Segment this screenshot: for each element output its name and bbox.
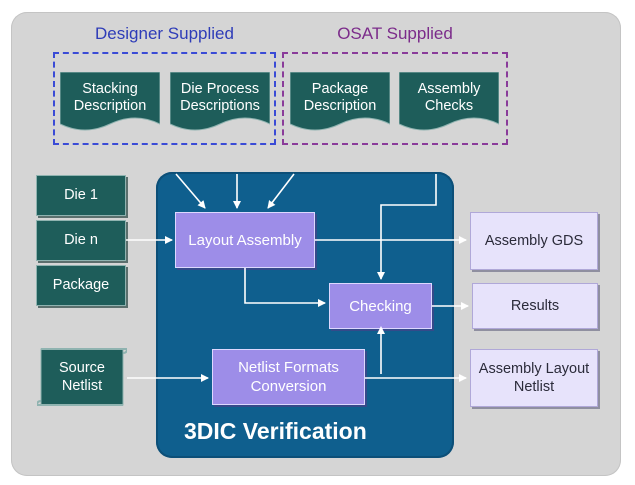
osat-supplied-title: OSAT Supplied bbox=[337, 24, 453, 43]
layout-assembly-box: Layout Assembly bbox=[175, 212, 315, 268]
die-1-box: Die 1 bbox=[36, 175, 126, 216]
stacking-description-label: Stacking Description bbox=[73, 81, 147, 114]
die-process-descriptions-label: Die Process Descriptions bbox=[180, 81, 260, 114]
arrow-package-desc-to-layout bbox=[267, 173, 295, 209]
assembly-checks-label: Assembly Checks bbox=[417, 81, 481, 114]
osat-supplied-group bbox=[282, 52, 508, 145]
document-shape-icon bbox=[290, 72, 390, 131]
package-description-label: Package Description bbox=[303, 81, 377, 114]
arrow-layout-to-checking bbox=[244, 268, 326, 307]
stacking-description-doc: Stacking Description bbox=[60, 72, 160, 134]
die-process-descriptions-doc: Die Process Descriptions bbox=[170, 72, 270, 134]
source-netlist-scroll: Source Netlist bbox=[37, 345, 127, 409]
package-description-doc: Package Description bbox=[290, 72, 390, 134]
arrow-assembly-checks-to-checking bbox=[377, 174, 437, 280]
netlist-formats-conversion-box: Netlist Formats Conversion bbox=[212, 349, 365, 405]
designer-supplied-group bbox=[53, 52, 276, 145]
assembly-layout-netlist-output: Assembly Layout Netlist bbox=[470, 349, 598, 407]
assembly-gds-output: Assembly GDS bbox=[470, 212, 598, 270]
arrow-stacking-to-layout bbox=[175, 173, 206, 209]
source-netlist-label: Source Netlist bbox=[59, 360, 105, 394]
scroll-shape-icon bbox=[37, 348, 127, 406]
checking-box: Checking bbox=[329, 283, 432, 329]
document-shape-icon bbox=[170, 72, 270, 131]
document-shape-icon bbox=[399, 72, 499, 131]
document-shape-icon bbox=[60, 72, 160, 131]
package-box: Package bbox=[36, 265, 126, 306]
assembly-checks-doc: Assembly Checks bbox=[399, 72, 499, 134]
designer-supplied-title: Designer Supplied bbox=[95, 24, 234, 43]
results-output: Results bbox=[472, 283, 598, 329]
3dic-verification-title: 3DIC Verification bbox=[184, 418, 367, 444]
die-n-box: Die n bbox=[36, 220, 126, 261]
